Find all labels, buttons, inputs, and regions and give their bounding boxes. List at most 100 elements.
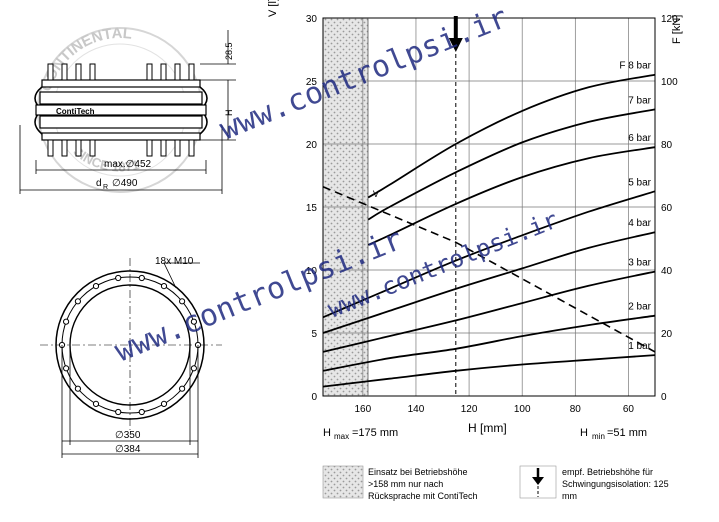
y-left-tick-10: 10	[306, 266, 318, 277]
operating-height-arrow	[448, 16, 463, 52]
dim-dr-sub: R	[103, 184, 108, 191]
series-label-7-bar: 7 bar	[628, 95, 651, 106]
bolt-hole	[179, 298, 186, 305]
legend-arrow-line-3: mm	[562, 491, 577, 501]
dim-max-452: max.∅452	[104, 159, 152, 170]
y-right-tick-0: 0	[661, 392, 667, 403]
bolt-hole	[74, 385, 82, 392]
series-label-3-bar: 3 bar	[628, 258, 651, 269]
legend-arrow-icon	[532, 477, 544, 485]
upper-convolution	[39, 91, 203, 105]
volume-curve	[322, 186, 656, 353]
series-labels: 1 bar 2 bar 3 bar 4 bar 5 bar 6 bar 7 bar F 8 b…	[619, 61, 651, 352]
series-label-4-bar: 4 bar	[628, 218, 651, 229]
bolt-hole	[190, 318, 197, 325]
legend-hatch-swatch	[322, 465, 364, 499]
legend-hatch-line-2: >158 mm nur nach	[368, 479, 443, 489]
legend-arrow-line-2: Schwingungsisolation: 125	[562, 479, 669, 489]
legend-arrow-line-1: empf. Betriebshöhe für	[562, 467, 653, 477]
bolt-hole	[190, 365, 197, 372]
bolt-hole	[115, 408, 122, 416]
y-right-label: F [kN]	[671, 15, 683, 44]
top-bolts	[47, 63, 195, 81]
h-max-sub: max	[334, 432, 349, 441]
lower-convolution	[39, 115, 203, 129]
dim-384: ∅384	[115, 444, 141, 455]
bolt-hole	[92, 400, 100, 407]
y-right-tick-60: 60	[661, 203, 673, 214]
contitech-label: ContiTech	[56, 107, 95, 116]
y-left-tick-15: 15	[306, 203, 318, 214]
y-left-tick-25: 25	[306, 77, 318, 88]
force-series-group	[322, 73, 656, 388]
dim-28-5: 28.5	[224, 42, 234, 60]
series-label-6-bar: 6 bar	[628, 133, 651, 144]
y-right-tick-40: 40	[661, 266, 673, 277]
dim-dr-value: ∅490	[112, 178, 138, 189]
operating-arrow-icon	[448, 38, 463, 52]
y-left-tick-5: 5	[311, 329, 317, 340]
x-tick-140: 140	[408, 404, 425, 415]
x-axis-label: H [mm]	[468, 421, 507, 435]
x-tick-100: 100	[514, 404, 531, 415]
plot-frame	[322, 17, 656, 397]
y-right-tick-120: 120	[661, 14, 678, 25]
bolt-holes	[58, 274, 202, 416]
force-curve-1-bar	[322, 354, 656, 388]
x-tick-80: 80	[570, 404, 582, 415]
bolt-hole	[92, 283, 100, 290]
chart-grid	[323, 18, 655, 396]
dim-h: H	[224, 110, 234, 117]
force-curve-6-bar	[367, 146, 656, 246]
y-left-label: V [l]	[267, 0, 279, 17]
force-curve-3-bar	[322, 270, 656, 353]
top-flange	[41, 79, 201, 88]
h-min-symbol: H	[580, 427, 588, 439]
bolt-hole	[138, 274, 145, 282]
series-label-5-bar: 5 bar	[628, 177, 651, 188]
dim-dr-prefix: d	[96, 178, 102, 189]
bottom-flange	[41, 132, 201, 141]
x-tick-160: 160	[354, 404, 371, 415]
y-left-tick-0: 0	[311, 392, 317, 403]
y-right-tick-20: 20	[661, 329, 673, 340]
h-max-value: =175 mm	[352, 427, 398, 439]
force-curve-7-bar	[367, 108, 656, 221]
bolt-hole	[63, 365, 70, 372]
top-view-drawing	[40, 258, 222, 458]
series-label-8-bar: F 8 bar	[619, 61, 651, 72]
force-curve-8-bar	[367, 73, 656, 199]
dim-350: ∅350	[115, 430, 141, 441]
bolt-hole	[63, 318, 70, 325]
y-right-tick-80: 80	[661, 140, 673, 151]
bolt-hole	[179, 385, 186, 392]
chart-legend: Einsatz bei Betriebshöhe >158 mm nur nac…	[322, 465, 669, 501]
bolt-hole	[160, 400, 168, 407]
bolt-leader	[163, 262, 200, 289]
y-left-tick-30: 30	[306, 14, 318, 25]
bolt-hole	[115, 274, 122, 282]
legend-hatch-line-3: Rücksprache mit ContiTech	[368, 491, 478, 501]
x-tick-120: 120	[461, 404, 478, 415]
h-min-sub: min	[592, 432, 605, 441]
volume-label: V	[373, 189, 379, 199]
force-curve-2-bar	[322, 314, 656, 372]
series-label-1-bar: 1 bar	[628, 341, 651, 352]
x-tick-60: 60	[623, 404, 635, 415]
force-curve-4-bar	[322, 231, 656, 334]
bolt-hole	[138, 408, 145, 416]
outer-flange-circle	[55, 270, 205, 420]
h-min-value: =51 mm	[607, 427, 647, 439]
force-curve-5-bar	[322, 190, 656, 319]
side-view-drawing: CONTINENTAL SINCE 1871 ContiTech	[19, 25, 236, 194]
y-left-tick-20: 20	[306, 140, 318, 151]
series-label-2-bar: 2 bar	[628, 302, 651, 313]
bolt-hole	[160, 283, 168, 290]
bolt-hole	[74, 298, 82, 305]
girdle-ring	[35, 104, 207, 116]
h-max-symbol: H	[323, 427, 331, 439]
